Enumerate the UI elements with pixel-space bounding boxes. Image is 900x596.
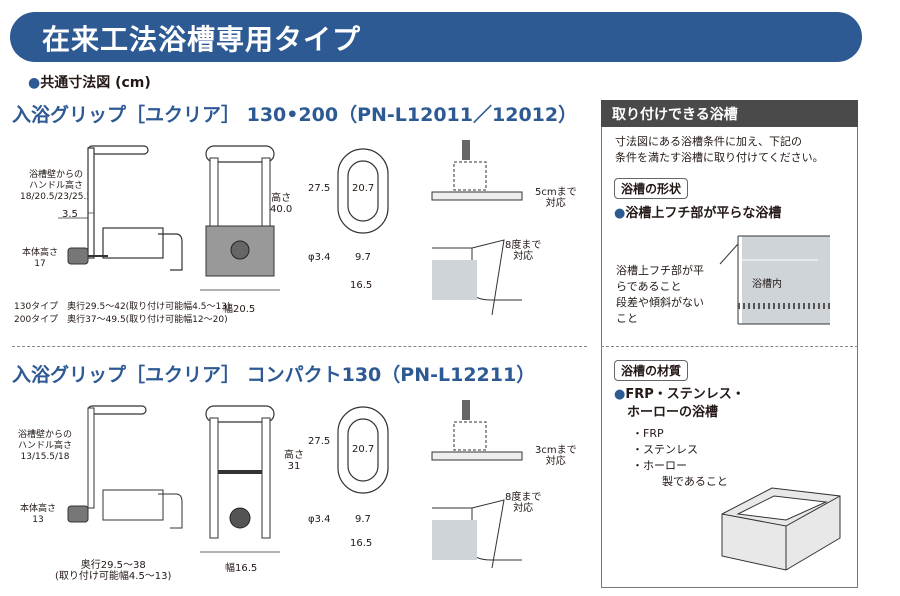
panel-title: 取り付けできる浴槽	[612, 107, 738, 123]
p1-front-view-diagram	[200, 145, 280, 291]
tub-inside-label: 浴槽内	[752, 279, 782, 290]
panel-divider	[601, 346, 858, 347]
shape-note: 浴槽上フチ部が平らであること段差や傾斜がないこと	[616, 264, 704, 325]
section-divider	[12, 346, 587, 347]
product2-title: 入浴グリップ［ユクリア］ コンパクト130（PN-L12211）	[12, 364, 536, 386]
p1-grip-outer-width: 16.5	[350, 280, 373, 291]
p2-side-view-diagram	[67, 405, 183, 529]
p2-angle-condition: 8度まで対応	[505, 492, 542, 514]
material-bullet: ●FRP・ステンレス・ ホーローの浴槽	[614, 387, 745, 420]
p2-step-condition: 3cmまで対応	[535, 445, 577, 467]
common-dimensions-label: ●共通寸法図 (cm)	[28, 75, 151, 91]
product1-title: 入浴グリップ［ユクリア］ 130•200（PN-L12011／12012）	[12, 104, 578, 126]
p2-grip-diagram	[337, 406, 389, 494]
p2-grip-pipe: φ3.4	[308, 514, 331, 525]
panel-intro: 寸法図にある浴槽条件に加え、下記の条件を満たす浴槽に取り付けてください。	[615, 135, 824, 164]
p2-grip-inner-height: 20.7	[352, 444, 375, 455]
p1-side-view-diagram	[58, 145, 183, 271]
p1-grip-inner-width: 9.7	[355, 252, 371, 263]
p1-row-200: 200タイプ 奥行37～49.5(取り付け可能幅12～20)	[14, 315, 228, 325]
p1-grip-pipe: φ3.4	[308, 252, 331, 263]
p2-tub-diagram	[431, 400, 523, 569]
p1-grip-inner-height: 20.7	[352, 183, 375, 194]
p1-front-width-label: 幅20.5	[223, 304, 256, 315]
shape-bullet: ●浴槽上フチ部が平らな浴槽	[614, 206, 782, 221]
page-title: 在来工法浴槽専用タイプ	[42, 23, 362, 56]
shape-tag: 浴槽の形状	[614, 178, 689, 199]
p1-tub-diagram	[431, 140, 523, 316]
p1-row-130: 130タイプ 奥行29.5～42(取り付け可能幅4.5～13)	[14, 302, 231, 312]
material-tag: 浴槽の材質	[614, 360, 689, 381]
p2-grip-outer-width: 16.5	[350, 538, 373, 549]
p1-angle-condition: 8度まで対応	[505, 240, 542, 262]
p1-step-condition: 5cmまで対応	[535, 187, 577, 209]
materials-list: ・FRP・ステンレス・ホーロー 製であること	[632, 427, 728, 488]
p2-depth-label: 奥行29.5～38(取り付け可能幅4.5～13)	[55, 560, 172, 582]
title-banner	[10, 12, 862, 62]
tub-edge-diagram	[719, 235, 830, 325]
p2-grip-inner-width: 9.7	[355, 514, 371, 525]
p1-grip-diagram	[337, 148, 389, 234]
p2-grip-outer-height: 27.5	[308, 436, 331, 447]
p2-front-view-diagram	[200, 405, 280, 553]
bathtub-illustration	[721, 487, 841, 571]
panel-header	[601, 100, 858, 127]
p1-grip-outer-height: 27.5	[308, 183, 331, 194]
p2-front-width-label: 幅16.5	[225, 563, 258, 574]
p1-offset-label: 3.5	[62, 209, 78, 220]
